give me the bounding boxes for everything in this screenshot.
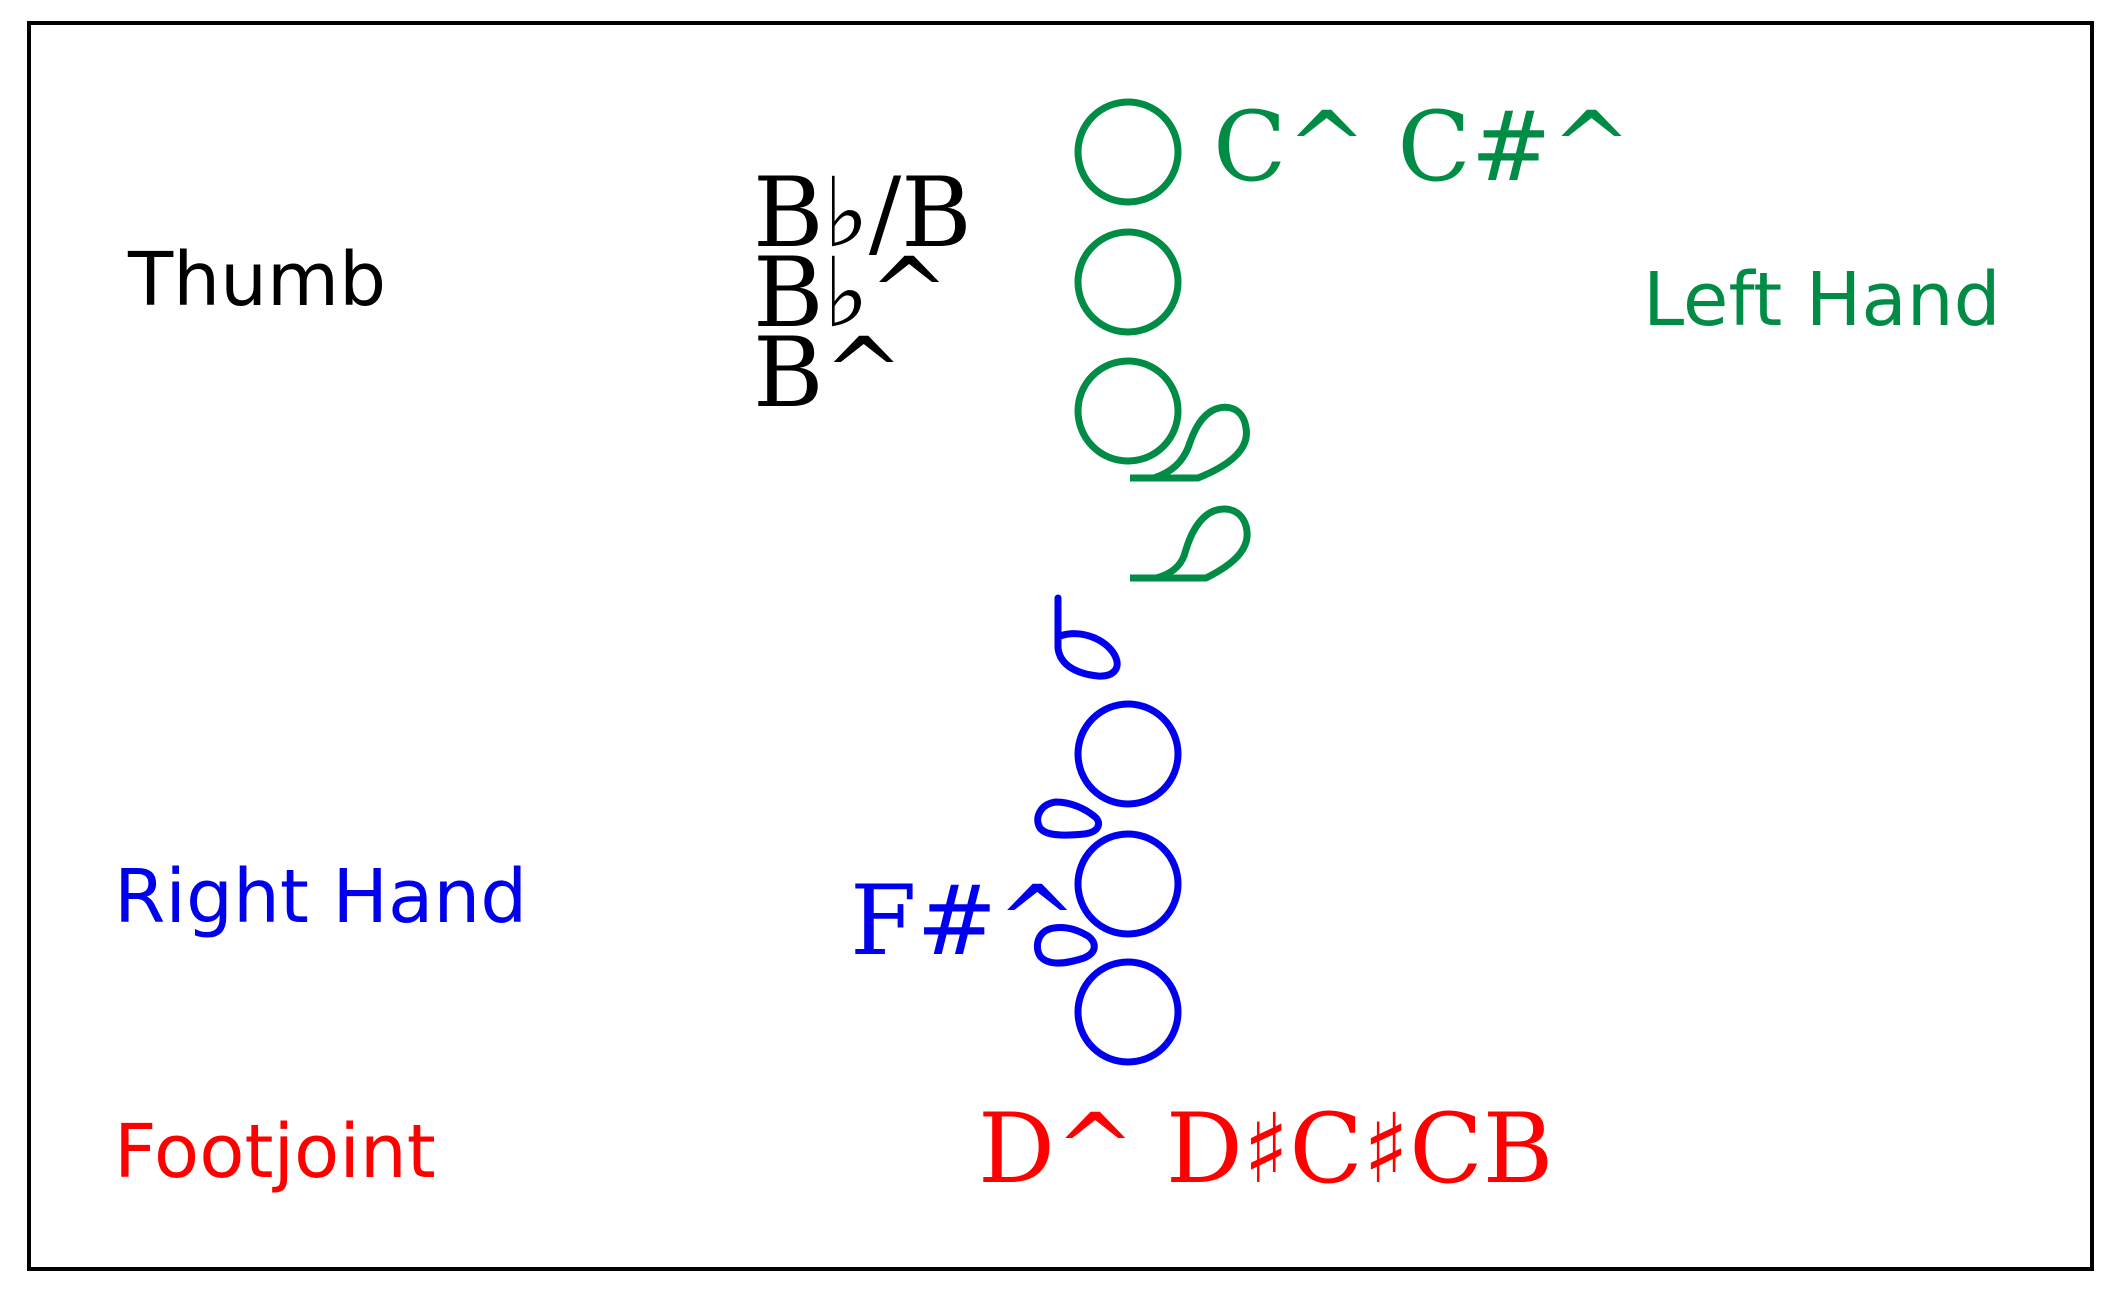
right-hand-hole-1: [1074, 700, 1182, 808]
thumb-note-b-up: B^: [753, 317, 904, 429]
left-hand-hole-2: [1074, 228, 1182, 336]
thumb-note-b-flat-up: B♭^: [753, 237, 949, 349]
left-hand-hole-3: [1074, 357, 1182, 465]
thumb-note-b-flat-b: B♭/B: [753, 157, 972, 269]
footjoint-label: Footjoint: [114, 1109, 436, 1195]
right-hand-hole-3: [1074, 958, 1182, 1066]
right-hand-side-key: [1054, 594, 1121, 680]
left-hand-label: Left Hand: [1643, 257, 2001, 343]
diagram-frame: [27, 21, 2094, 1271]
left-hand-note-c-csharp: C^ C#^: [1213, 91, 1632, 203]
right-hand-label: Right Hand: [114, 854, 527, 940]
left-hand-hole-1: [1074, 98, 1182, 206]
right-hand-trill-key-2-outline: [1033, 924, 1098, 967]
footjoint-notes: D^ D♯C♯CB: [978, 1093, 1553, 1205]
left-hand-pinky-key-1: [1130, 403, 1250, 482]
thumb-label: Thumb: [127, 237, 386, 323]
right-hand-hole-2: [1074, 830, 1182, 938]
right-hand-note-fsharp: F#^: [850, 865, 1077, 977]
left-hand-pinky-key-2: [1130, 505, 1251, 582]
right-hand-trill-key-1-outline: [1034, 798, 1103, 839]
